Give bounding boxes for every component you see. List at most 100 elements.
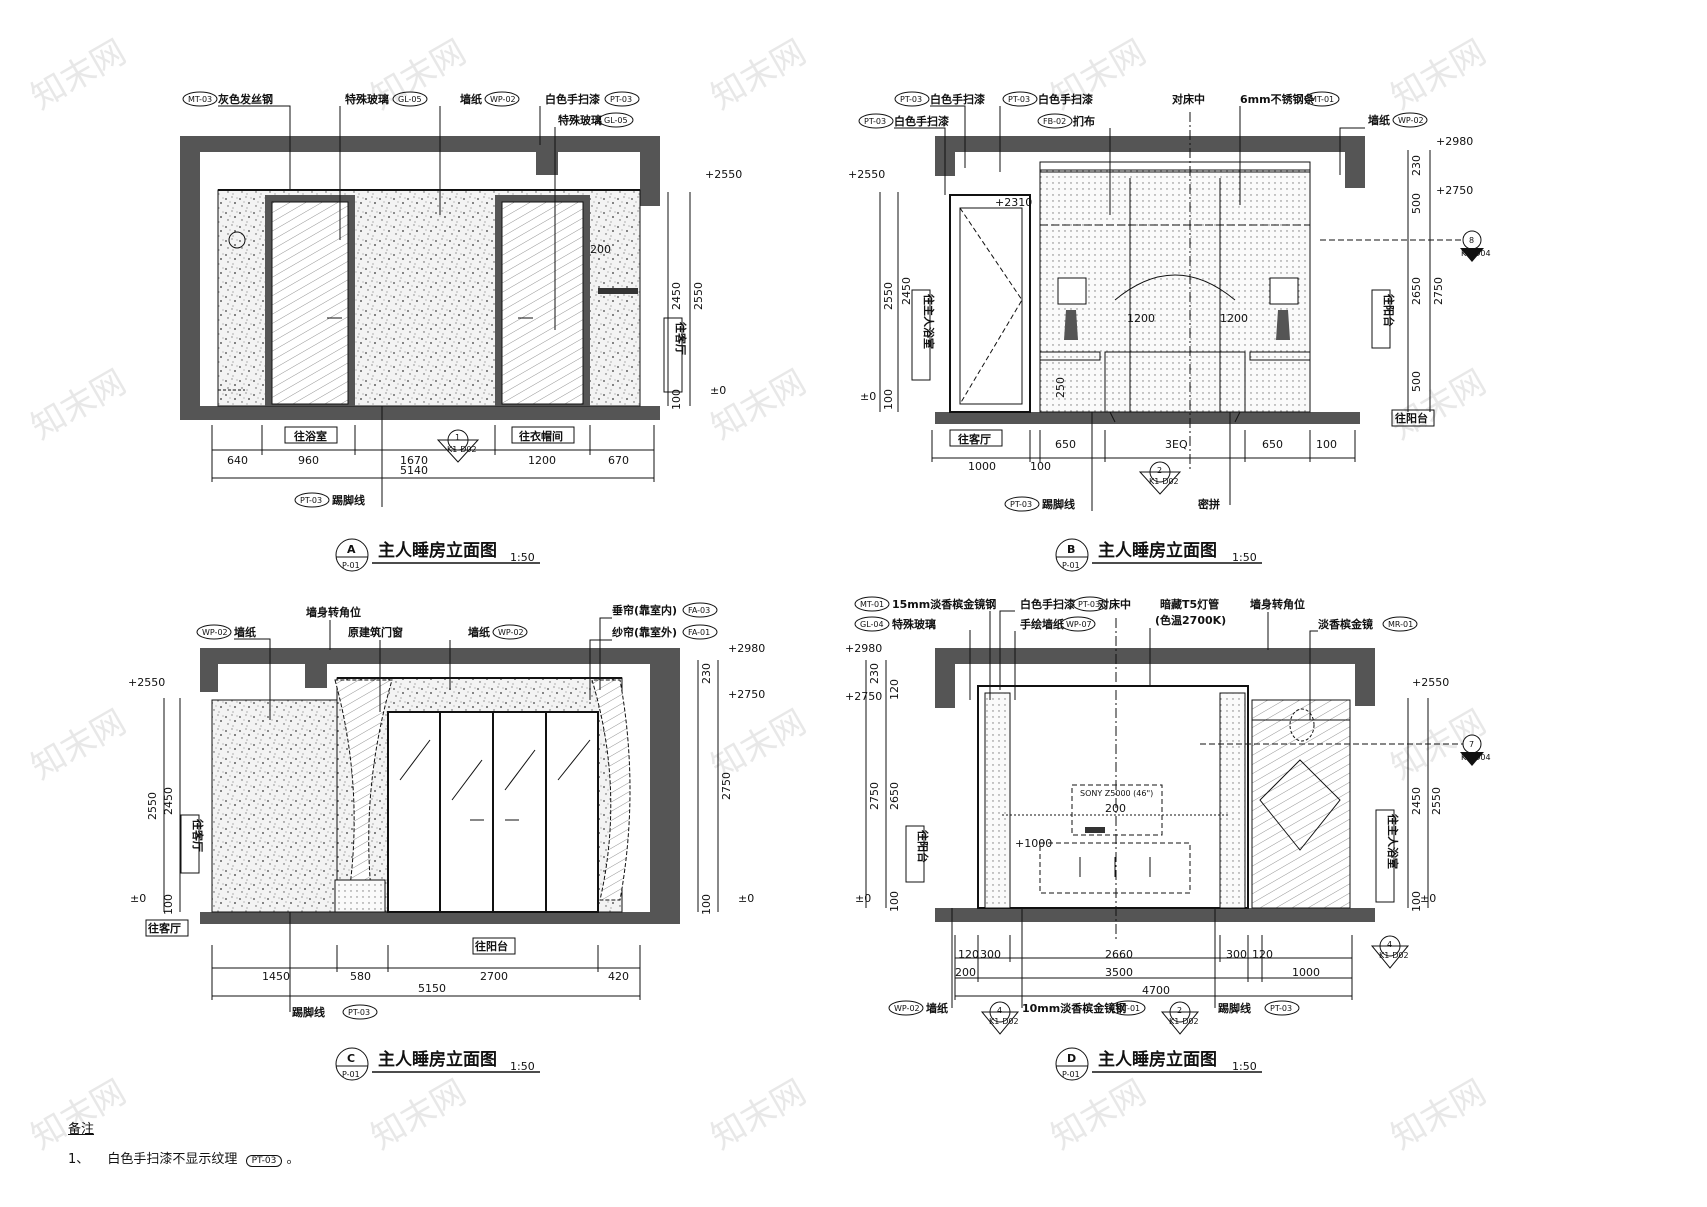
watermark: 知末网: [25, 32, 133, 118]
inner-dim: 200: [1105, 802, 1126, 815]
watermark: 知末网: [1385, 362, 1493, 448]
notes-heading: 备注: [68, 1122, 95, 1137]
elevation-panel-a: 2450 2550 100 200 +2550 ±0 往客厅 往浴室 往衣帽间 …: [180, 91, 742, 572]
watermark: 知末网: [705, 362, 813, 448]
room-label: 往阳台: [1382, 294, 1396, 327]
material-tag: PT-03: [1078, 600, 1100, 609]
dim-text: 100: [162, 894, 175, 915]
room-label: 往客厅: [191, 819, 205, 852]
level-mark: +2750: [1436, 184, 1473, 197]
room-label: 往客厅: [958, 432, 991, 446]
callout-text: 灰色发丝钢: [218, 92, 273, 106]
watermark: 知末网: [25, 1072, 133, 1158]
dim-text: 420: [608, 970, 629, 983]
watermark: 知末网: [1385, 32, 1493, 118]
material-tag: FA-01: [688, 628, 710, 637]
material-tag: MT-01: [1310, 95, 1334, 104]
material-tag: PT-03: [348, 1008, 370, 1017]
sheet-ref: P-01: [342, 1070, 360, 1079]
dim-text: 120: [888, 679, 901, 700]
callout-text: 白色手扫漆: [1038, 92, 1093, 106]
dim-text: 100: [1410, 891, 1423, 912]
section-number: 2: [1157, 466, 1162, 475]
material-tag: MT-01: [1116, 1004, 1140, 1013]
material-tag: WP-07: [1066, 620, 1092, 629]
dim-text: 2550: [692, 282, 705, 310]
dim-text: 100: [888, 891, 901, 912]
level-mark: ±0: [860, 390, 876, 403]
dim-text: 2660: [1105, 948, 1133, 961]
dim-text: 2450: [1410, 787, 1423, 815]
callout-text: 原建筑门窗: [348, 625, 403, 639]
callout-text: 特殊玻璃: [892, 617, 936, 631]
dim-text: 2750: [868, 782, 881, 810]
dim-text: 640: [227, 454, 248, 467]
material-tag: PT-03: [864, 117, 886, 126]
room-label: 往主人浴室: [1386, 814, 1400, 869]
callout-text: 踢脚线: [1218, 1001, 1251, 1015]
panel-title: 主人睡房立面图: [1098, 540, 1217, 561]
level-mark: +2550: [848, 168, 885, 181]
material-tag: WP-02: [202, 628, 228, 637]
section-number: 2: [1177, 1006, 1182, 1015]
callout-text: 踢脚线: [332, 493, 365, 507]
callout-text: 踢脚线: [292, 1005, 325, 1019]
level-mark: ±0: [710, 384, 726, 397]
sheet-ref: P-01: [1062, 561, 1080, 570]
notes-item-end: 。: [286, 1152, 300, 1167]
dim-text: 2450: [162, 787, 175, 815]
dim-text: 2450: [670, 282, 683, 310]
callout-text: 特殊玻璃: [558, 113, 602, 127]
room-label: 往客厅: [674, 322, 688, 355]
callout-text: 墙纸: [926, 1001, 948, 1015]
material-tag: PT-03: [1008, 95, 1030, 104]
material-tag: WP-02: [498, 628, 524, 637]
watermark: 知末网: [365, 1072, 473, 1158]
material-tag: WP-02: [1398, 116, 1424, 125]
section-number: 7: [1469, 740, 1474, 749]
panel-letter: D: [1067, 1052, 1076, 1065]
inner-dim: +1000: [1015, 837, 1052, 850]
dim-text: 3EQ: [1165, 438, 1188, 451]
material-tag: PT-03: [900, 95, 922, 104]
notes-item-number: 1、: [68, 1152, 90, 1167]
panel-title: 主人睡房立面图: [1098, 1049, 1217, 1070]
level-mark: +2550: [705, 168, 742, 181]
dim-text: 2550: [146, 792, 159, 820]
material-tag: GL-05: [398, 95, 422, 104]
dim-text: 1670: [400, 454, 428, 467]
dim-text: 230: [868, 663, 881, 684]
dim-text: 2750: [720, 772, 733, 800]
callout-text: 墙纸: [468, 625, 490, 639]
callout-text: 15mm淡香槟金镜钢: [892, 597, 996, 611]
level-mark: ±0: [130, 892, 146, 905]
panel-title: 主人睡房立面图: [378, 540, 497, 561]
dim-text: 1000: [1292, 966, 1320, 979]
material-tag: FB-02: [1043, 117, 1066, 126]
level-mark: +2750: [728, 688, 765, 701]
material-tag: WP-02: [490, 95, 516, 104]
room-label: 往衣帽间: [519, 429, 563, 443]
callout-text: 密拼: [1198, 497, 1220, 511]
dim-text: 2450: [900, 277, 913, 305]
material-tag: WP-02: [894, 1004, 920, 1013]
material-tag: PT-03: [300, 496, 322, 505]
elevation-panel-d: SONY Z5000 (46") 200 +1000 往阳台 往主人浴室 230…: [845, 596, 1491, 1081]
dim-text: 100: [1316, 438, 1337, 451]
section-ref: K1-D04: [1461, 249, 1491, 258]
dim-text: 200: [590, 243, 611, 256]
dim-text: 2550: [1430, 787, 1443, 815]
callout-text: 墙纸: [1368, 113, 1390, 127]
room-label: 往阳台: [916, 830, 930, 863]
level-mark: +2550: [1412, 676, 1449, 689]
dim-text: 100: [882, 389, 895, 410]
callout-text: 对床中: [1172, 92, 1205, 106]
notes-item-tag: PT-03: [245, 1155, 283, 1167]
callout-text: 手绘墙纸: [1020, 617, 1064, 631]
section-ref: K1-D02: [1169, 1017, 1199, 1026]
dim-text: 100: [1030, 460, 1051, 473]
panel-letter: A: [347, 543, 356, 556]
callout-text: 白色手扫漆: [1020, 597, 1075, 611]
section-number: 4: [1387, 940, 1392, 949]
